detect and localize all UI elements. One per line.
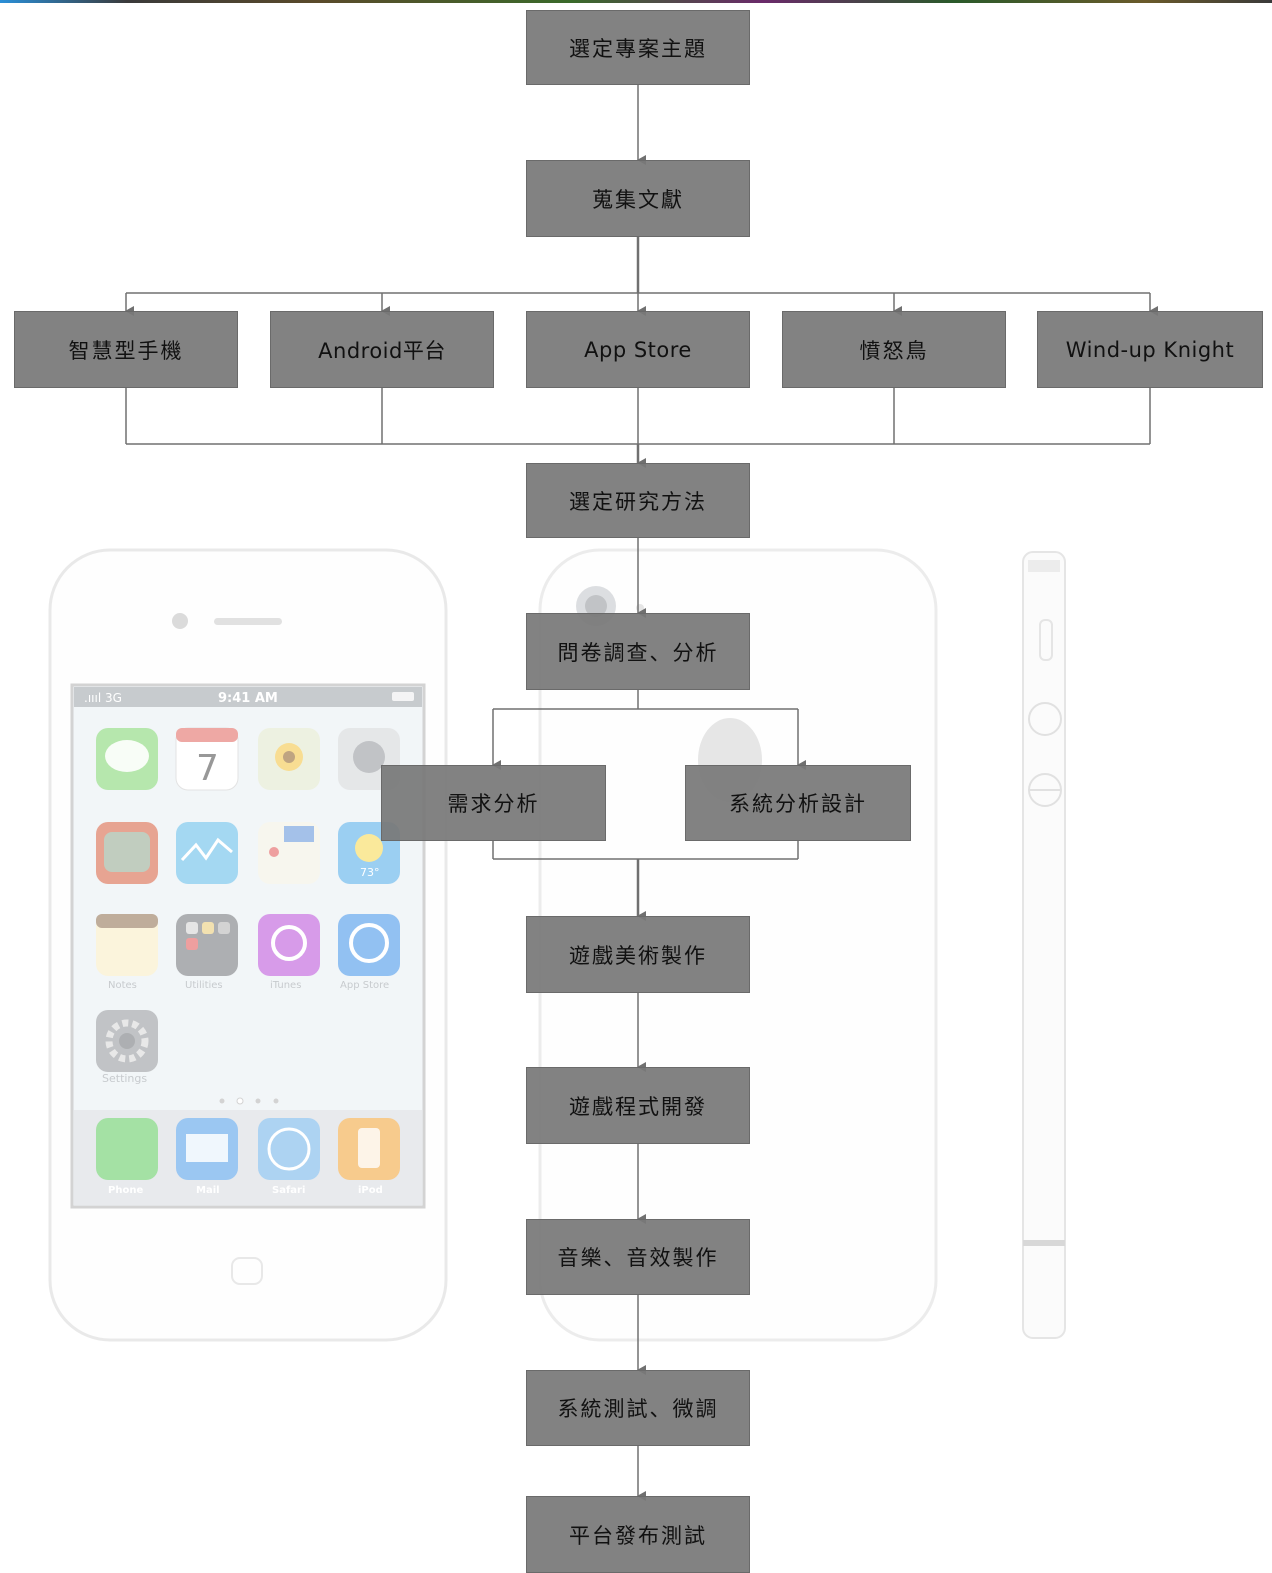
- node-system-design: 系統分析設計: [685, 765, 911, 841]
- settings-label-text: Settings: [102, 1072, 147, 1085]
- dock-label-ipod: iPod: [358, 1185, 383, 1196]
- node-survey-analysis: 問卷調查、分析: [526, 613, 750, 690]
- top-image-strip: [0, 0, 1272, 3]
- status-time-text: 9:41 AM: [218, 691, 278, 706]
- phone-front-speaker: [214, 618, 282, 625]
- notes-app-icon: [96, 914, 158, 976]
- node-angry-birds: 憤怒鳥: [782, 311, 1006, 388]
- ipod-app-icon: [338, 1118, 400, 1180]
- node-smartphone: 智慧型手機: [14, 311, 238, 388]
- node-requirements-analysis: 需求分析: [381, 765, 606, 841]
- itunes-app-icon: [258, 914, 320, 976]
- app-label-notes: Notes: [108, 980, 137, 991]
- phone-status-bar: [74, 687, 422, 707]
- volume-down-button: [1028, 773, 1062, 807]
- node-platform-release: 平台發布測試: [526, 1496, 750, 1573]
- dock-label-safari: Safari: [272, 1185, 305, 1196]
- volume-up-button: [1028, 702, 1062, 736]
- node-windup-knight: Wind-up Knight: [1037, 311, 1263, 388]
- node-system-testing: 系統測試、微調: [526, 1370, 750, 1446]
- phone-home-button: [231, 1257, 263, 1285]
- phone-side-body: [1022, 551, 1066, 1339]
- phone-front-camera: [172, 613, 188, 629]
- app-label-utilities: Utilities: [185, 980, 223, 991]
- node-app-store: App Store: [526, 311, 750, 388]
- node-audio-production: 音樂、音效製作: [526, 1219, 750, 1295]
- stocks-app-icon: [176, 822, 238, 884]
- node-select-topic: 選定專案主題: [526, 10, 750, 85]
- app-label-itunes: iTunes: [270, 980, 301, 991]
- calendar-day-text: 7: [196, 748, 219, 789]
- dock-label-phone: Phone: [108, 1185, 143, 1196]
- node-android-platform: Android平台: [270, 311, 494, 388]
- node-research-method: 選定研究方法: [526, 463, 750, 538]
- status-carrier-text: .ıııl 3G: [84, 691, 122, 705]
- weather-temp-text: 73°: [360, 866, 380, 879]
- node-game-art: 遊戲美術製作: [526, 916, 750, 993]
- silent-switch: [1039, 619, 1053, 661]
- dock-label-mail: Mail: [196, 1185, 220, 1196]
- messages-app-icon: [96, 728, 158, 790]
- app-label-appstore: App Store: [340, 980, 389, 991]
- appstore-app-icon: [338, 914, 400, 976]
- mail-app-icon: [176, 1118, 238, 1180]
- safari-app-icon: [258, 1118, 320, 1180]
- node-collect-literature: 蒐集文獻: [526, 160, 750, 237]
- phone-app-icon: [96, 1118, 158, 1180]
- node-game-programming: 遊戲程式開發: [526, 1067, 750, 1144]
